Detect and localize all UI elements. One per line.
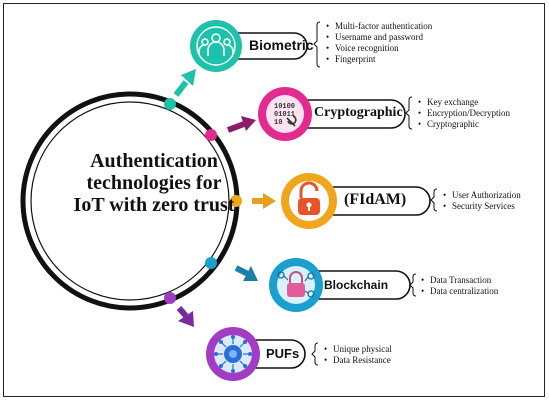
list-item: Key exchange <box>418 97 510 108</box>
items-biometric: Multi-factor authentication Username and… <box>326 21 432 65</box>
svg-text:10: 10 <box>274 119 282 127</box>
hub-title: Authentication technologies for IoT with… <box>56 150 252 216</box>
ring-dot-biometric <box>164 98 176 110</box>
label-blockchain: Blockchain <box>324 278 389 292</box>
svg-text:10100: 10100 <box>274 103 295 111</box>
bracket-pufs <box>311 342 319 366</box>
list-item: Unique physical <box>324 344 392 355</box>
list-item: Username and password <box>326 32 432 43</box>
list-item: Data Resistance <box>324 355 392 366</box>
label-pufs: PUFs <box>266 346 300 361</box>
label-fidam: (FIdAM) <box>344 191 407 208</box>
list-item: Data Transaction <box>421 275 498 286</box>
arrow-cryptographic <box>226 116 256 133</box>
label-cryptographic: Cryptographic <box>314 105 403 120</box>
blockchain-lock-icon <box>277 271 315 298</box>
ring-dot-pufs <box>164 292 176 304</box>
bracket-biometric <box>313 21 321 68</box>
open-padlock-icon <box>298 181 320 215</box>
node-biometric <box>190 20 242 72</box>
items-fidam: User Authorization Security Services <box>443 190 521 212</box>
items-blockchain: Data Transaction Data centralization <box>421 275 498 297</box>
list-item: Cryptographic <box>418 119 510 130</box>
list-item: User Authorization <box>443 190 521 201</box>
list-item: Data centralization <box>421 286 498 297</box>
hub-title-line: Authentication <box>90 150 218 172</box>
diagram-frame <box>3 3 545 397</box>
binary-code-icon: 10100 01011 10 <box>274 103 297 127</box>
hub-title-line: IoT with zero trust <box>73 194 235 216</box>
arrow-biometric <box>173 69 196 97</box>
arrow-blockchain <box>234 265 258 281</box>
svg-text:01011: 01011 <box>274 111 295 119</box>
chip-network-icon <box>214 335 252 373</box>
list-item: Multi-factor authentication <box>326 21 432 32</box>
bracket-fidam <box>430 188 438 212</box>
ring-dot-blockchain <box>205 257 217 269</box>
bracket-blockchain <box>409 273 417 297</box>
items-cryptographic: Key exchange Encryption/Decryption Crypt… <box>418 97 510 130</box>
ring-dot-fidam <box>230 195 242 207</box>
list-item: Security Services <box>443 201 521 212</box>
hub-inner-ring <box>30 101 230 301</box>
list-item: Voice recognition <box>326 43 432 54</box>
label-biometric: Biometric <box>249 37 314 53</box>
arrow-pufs <box>176 306 194 327</box>
arrow-fidam <box>252 193 276 209</box>
list-item: Encryption/Decryption <box>418 108 510 119</box>
items-pufs: Unique physical Data Resistance <box>324 344 392 366</box>
bracket-cryptographic <box>405 96 413 130</box>
ring-dot-cryptographic <box>205 129 217 141</box>
list-item: Fingerprint <box>326 54 432 65</box>
users-icon <box>198 33 234 56</box>
hub-title-line: technologies for <box>86 172 222 194</box>
users-icon-ring <box>196 26 236 66</box>
